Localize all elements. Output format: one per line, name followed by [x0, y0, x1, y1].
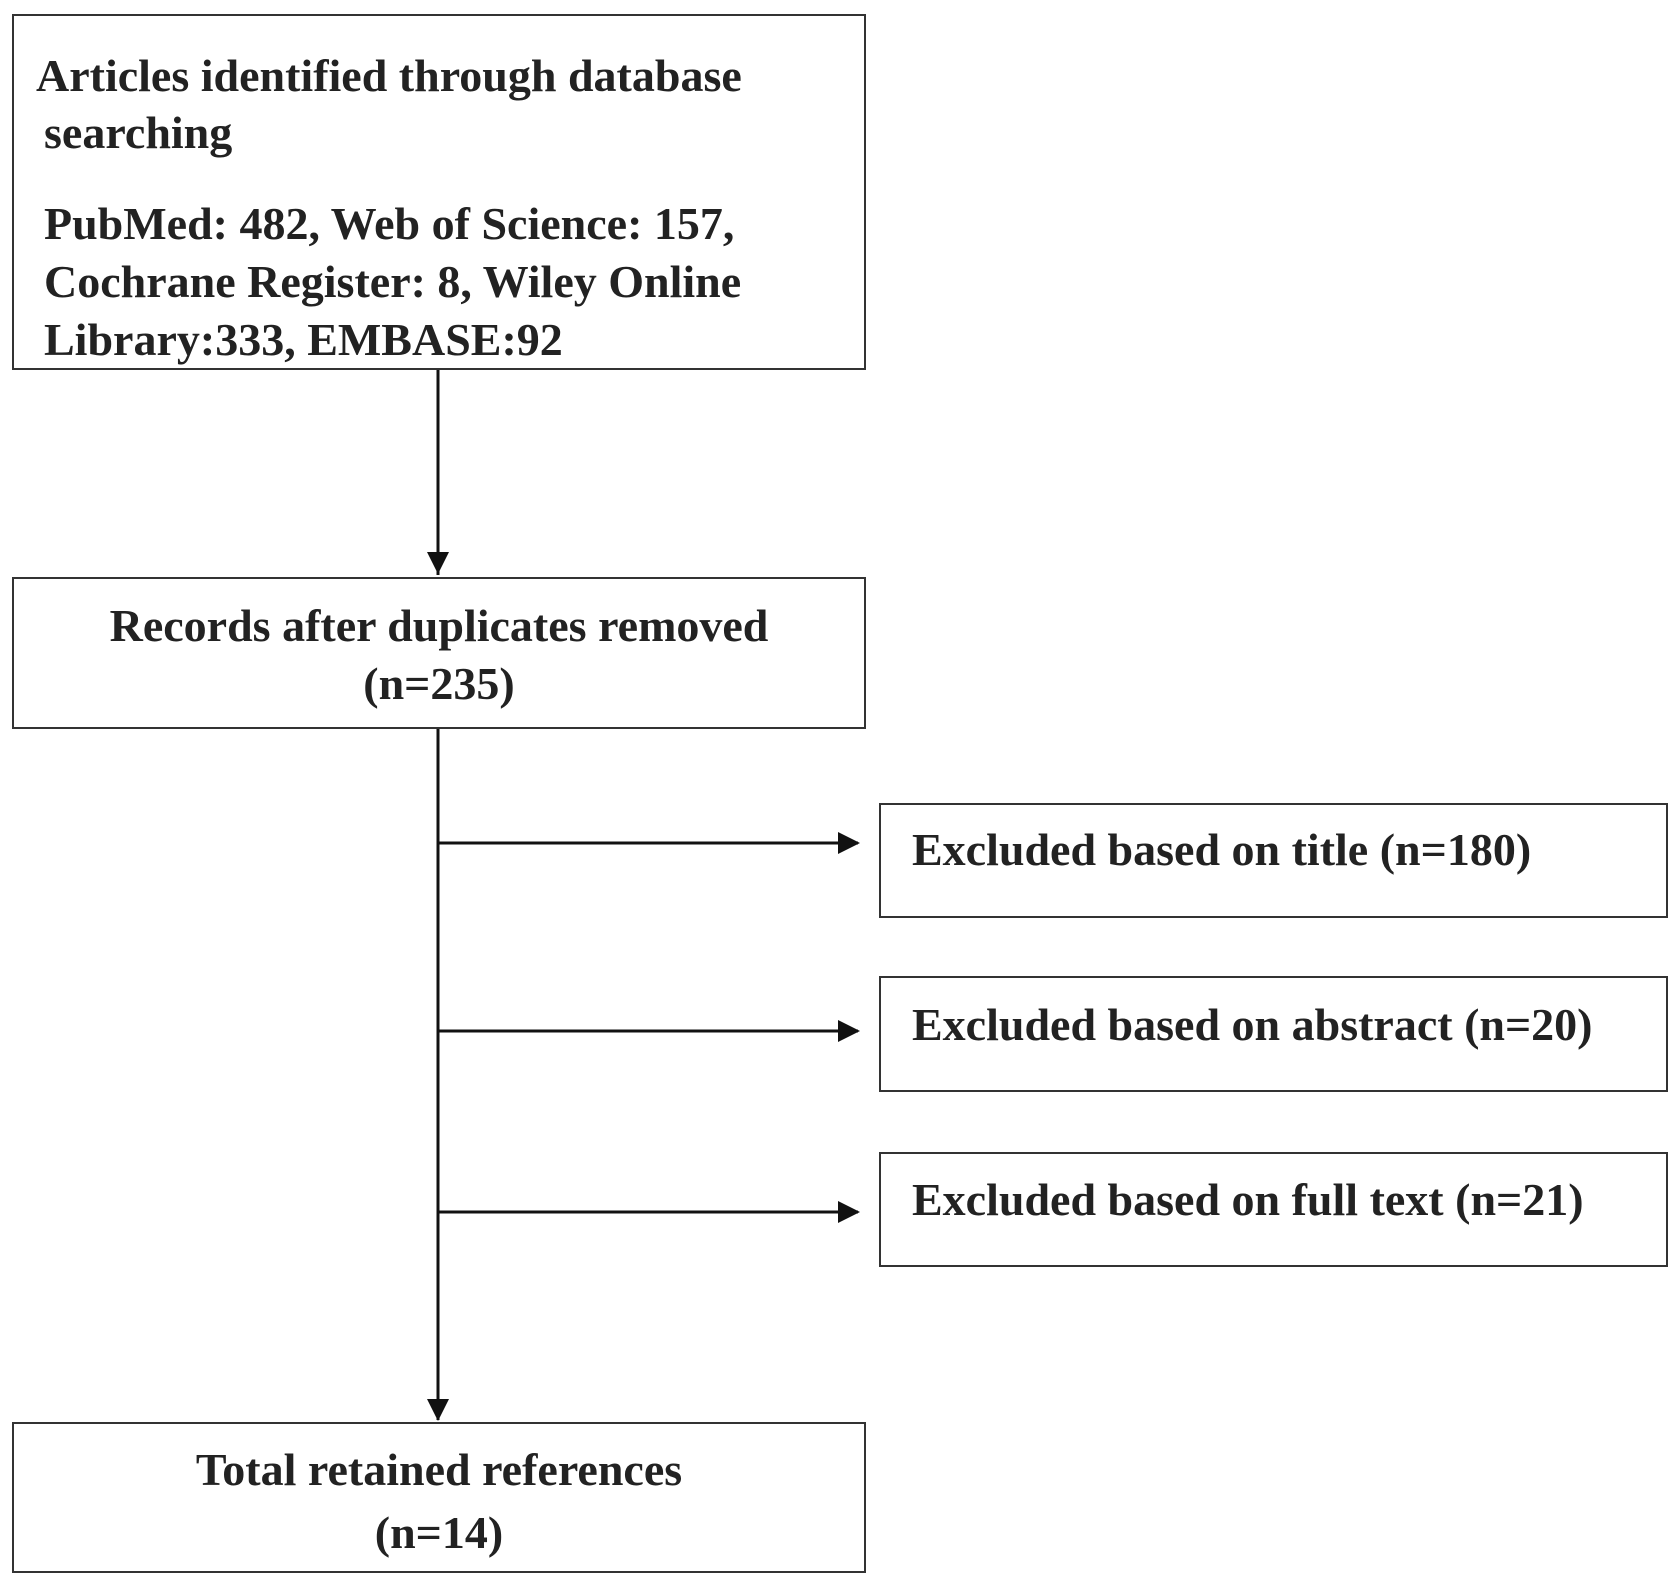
excluded-title-box: Excluded based on title (n=180) — [879, 803, 1668, 918]
identification-sources-line3: Library:333, EMBASE:92 — [44, 314, 563, 365]
excluded-fulltext-box: Excluded based on full text (n=21) — [879, 1152, 1668, 1267]
excluded-title-label: Excluded based on title (n=180) — [912, 824, 1532, 875]
identification-title-line1: Articles identified through database — [36, 50, 742, 101]
deduplicated-box: Records after duplicates removed (n=235) — [12, 577, 866, 729]
arrowhead-excluded-abstract — [838, 1020, 860, 1042]
identification-sources-line1: PubMed: 482, Web of Science: 157, — [44, 198, 735, 249]
arrowhead-deduplicated-to-retained — [427, 1399, 449, 1421]
identification-box: Articles identified through database sea… — [12, 14, 866, 370]
retained-box: Total retained references (n=14) — [12, 1422, 866, 1573]
identification-sources-line2: Cochrane Register: 8, Wiley Online — [44, 256, 742, 307]
excluded-abstract-label: Excluded based on abstract (n=20) — [912, 999, 1593, 1050]
retained-label: Total retained references — [195, 1444, 683, 1495]
excluded-fulltext-label: Excluded based on full text (n=21) — [912, 1174, 1584, 1225]
arrowhead-excluded-fulltext — [838, 1201, 860, 1223]
deduplicated-count: (n=235) — [363, 658, 515, 709]
arrowhead-excluded-title — [838, 832, 860, 854]
excluded-abstract-box: Excluded based on abstract (n=20) — [879, 976, 1668, 1092]
identification-title-line2: searching — [44, 107, 233, 158]
deduplicated-label: Records after duplicates removed — [109, 600, 769, 651]
arrowhead-identification-to-deduplicated — [427, 552, 449, 574]
retained-count: (n=14) — [374, 1507, 504, 1558]
